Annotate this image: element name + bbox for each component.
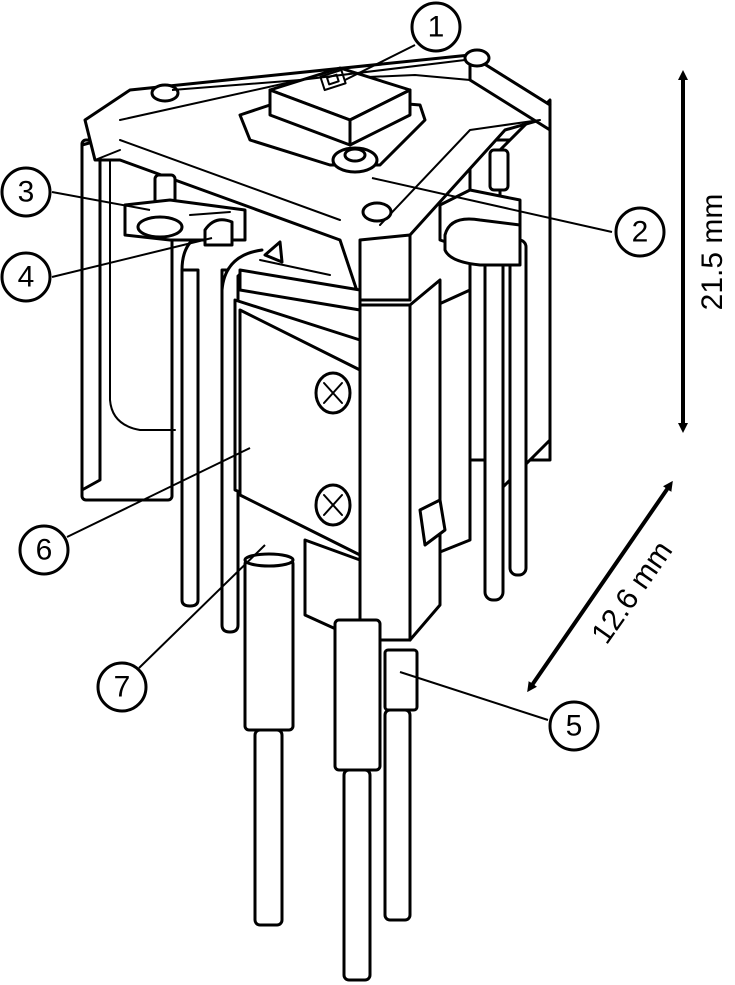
fibers bbox=[243, 552, 419, 982]
width-dimension: 12.6 mm bbox=[527, 480, 679, 693]
callout-5: 5 bbox=[548, 700, 600, 752]
callout-6: 6 bbox=[18, 524, 70, 576]
callout-4: 4 bbox=[0, 251, 52, 303]
callout-3: 3 bbox=[0, 166, 52, 218]
coil-right bbox=[438, 148, 522, 267]
height-dimension-label: 21.5 mm bbox=[696, 194, 729, 311]
callout-1-label: 1 bbox=[428, 11, 445, 44]
leader-lines bbox=[51, 44, 613, 721]
callout-5-label: 5 bbox=[566, 710, 583, 743]
callout-7: 7 bbox=[96, 661, 148, 713]
callout-7-label: 7 bbox=[114, 671, 131, 704]
width-dimension-label: 12.6 mm bbox=[585, 535, 679, 650]
height-dimension: 21.5 mm bbox=[678, 70, 729, 433]
callout-3-label: 3 bbox=[18, 176, 35, 209]
callout-1: 1 bbox=[410, 1, 462, 53]
screw-bottom bbox=[314, 483, 352, 527]
screw-top bbox=[314, 371, 352, 415]
callout-2-label: 2 bbox=[632, 216, 649, 249]
front-column bbox=[303, 278, 447, 642]
mid-shelf bbox=[238, 259, 362, 312]
callout-6-label: 6 bbox=[36, 534, 53, 567]
sensor-chip bbox=[238, 66, 427, 174]
callout-2: 2 bbox=[614, 206, 666, 258]
top-plate bbox=[83, 48, 552, 302]
callout-4-label: 4 bbox=[18, 261, 35, 294]
